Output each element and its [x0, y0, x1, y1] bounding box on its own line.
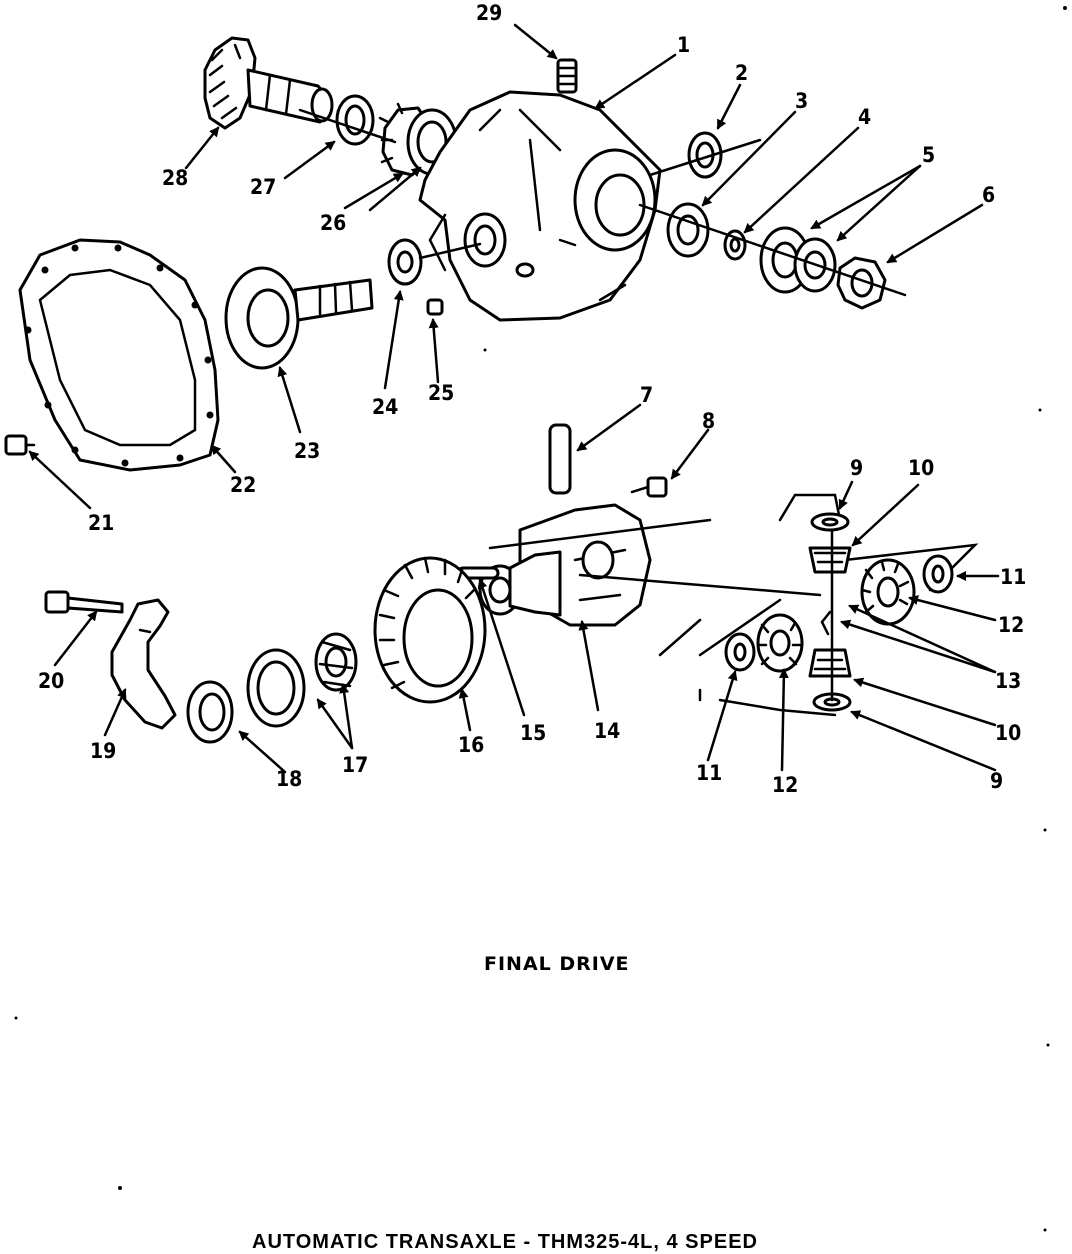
callout-22: 22 — [230, 473, 256, 497]
callout-23: 23 — [294, 439, 320, 463]
part-27-snap-ring — [335, 94, 375, 146]
part-7-pin — [548, 423, 572, 495]
part-21-bolt — [4, 434, 36, 456]
part-9-thrust-washer-top — [810, 512, 850, 532]
part-10-pinion-gear-top — [808, 546, 852, 574]
part-3-bearing — [666, 202, 710, 258]
part-19-bearing-cap — [110, 598, 177, 730]
callout-25: 25 — [428, 381, 454, 405]
callout-27: 27 — [250, 175, 276, 199]
callout-29: 29 — [476, 1, 502, 25]
frame-right-bracket — [658, 493, 979, 717]
part-28-pinion-shaft — [203, 36, 334, 130]
callout-26: 26 — [320, 211, 346, 235]
callout-28: 28 — [162, 166, 188, 190]
callout-15: 15 — [520, 721, 546, 745]
frame-line-mid — [578, 573, 822, 597]
part-11-washer-left — [724, 632, 756, 672]
part-2-seal — [687, 131, 723, 179]
part-29-plug — [556, 58, 578, 94]
callout-19: 19 — [90, 739, 116, 763]
part-18-seal — [186, 680, 234, 744]
frame-line-top — [488, 518, 712, 550]
callout-numbers: 29 1 2 3 4 5 6 28 27 26 24 25 23 22 21 7… — [38, 1, 1026, 797]
diagram-caption: FINAL DRIVE — [484, 953, 630, 975]
callout-18: 18 — [276, 767, 302, 791]
callout-2: 2 — [735, 61, 748, 85]
part-14-differential-case — [478, 503, 652, 627]
callout-leaders — [28, 23, 1000, 774]
part-10-pinion-gear-bottom — [808, 648, 852, 678]
part-5-bearings — [759, 226, 837, 294]
callout-21: 21 — [88, 511, 114, 535]
callout-10-bottom: 10 — [995, 721, 1021, 745]
callout-8: 8 — [702, 409, 715, 433]
part-20-bolt — [44, 590, 124, 614]
callout-9-bottom: 9 — [990, 769, 1003, 793]
part-16-ring-gear — [373, 556, 487, 704]
callout-5: 5 — [922, 143, 935, 167]
part-12-side-gear-left — [756, 613, 804, 673]
part-17-bearing — [246, 632, 358, 728]
part-1-final-drive-case — [418, 90, 662, 322]
callout-3: 3 — [795, 89, 808, 113]
callout-14: 14 — [594, 719, 620, 743]
part-24-seal — [387, 238, 423, 286]
part-8-bolt — [630, 476, 668, 498]
callout-10-top: 10 — [908, 456, 934, 480]
callout-11-right: 11 — [1000, 565, 1026, 589]
axis-line-right — [638, 203, 907, 297]
callout-1: 1 — [677, 33, 690, 57]
callout-12-left: 12 — [772, 773, 798, 797]
callout-11-left: 11 — [696, 761, 722, 785]
callout-6: 6 — [982, 183, 995, 207]
part-23-output-shaft — [224, 266, 374, 370]
axis-line-seal — [418, 242, 482, 260]
callout-17: 17 — [342, 753, 368, 777]
page-footer: AUTOMATIC TRANSAXLE - THM325-4L, 4 SPEED — [252, 1231, 758, 1253]
callout-7: 7 — [640, 383, 653, 407]
axis-line-left — [298, 108, 397, 144]
callout-9-top: 9 — [850, 456, 863, 480]
axis-line-top — [648, 138, 762, 177]
callout-13: 13 — [995, 669, 1021, 693]
part-25-plug — [426, 298, 444, 316]
scan-specks — [14, 6, 1067, 1232]
part-6-nut — [836, 256, 887, 310]
callout-20: 20 — [38, 669, 64, 693]
callout-24: 24 — [372, 395, 398, 419]
part-11-washer-right — [922, 554, 954, 594]
callout-16: 16 — [458, 733, 484, 757]
callout-4: 4 — [858, 105, 871, 129]
callout-12-right: 12 — [998, 613, 1024, 637]
part-13-clip — [820, 610, 832, 636]
part-22-cover — [18, 238, 220, 472]
